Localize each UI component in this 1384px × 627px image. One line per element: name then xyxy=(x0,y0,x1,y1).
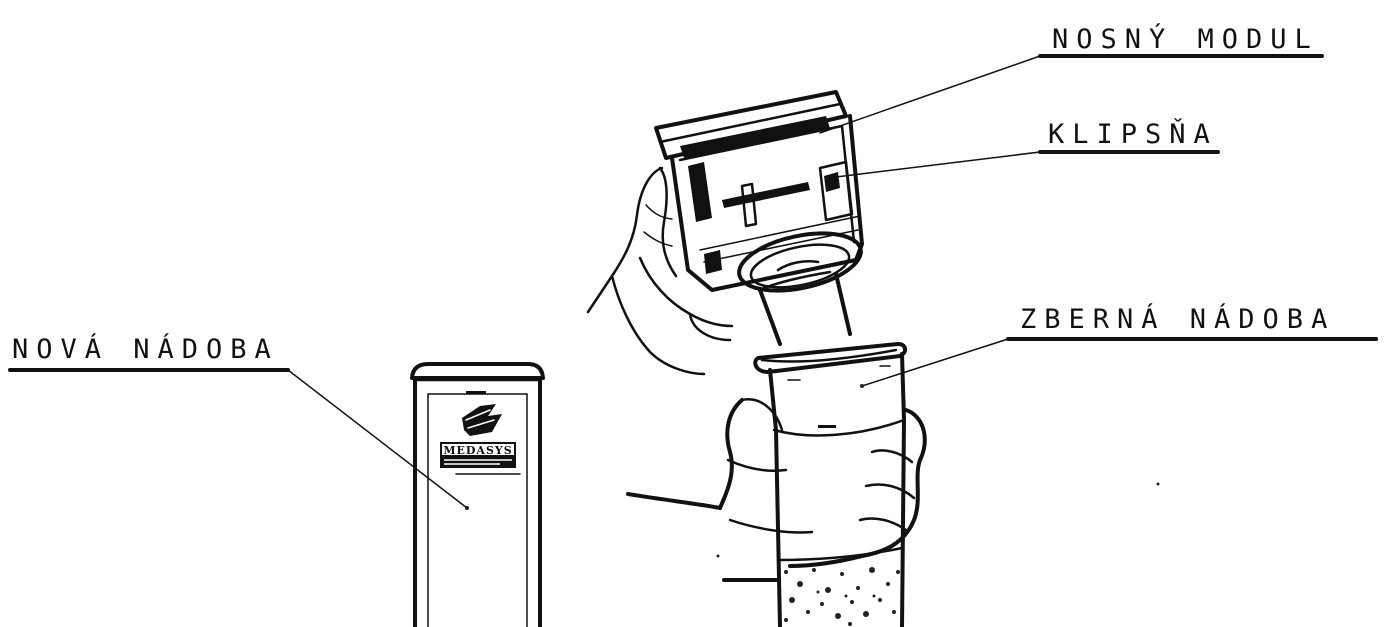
brand-logo-label: MEDASYS xyxy=(440,442,516,468)
ink-speck xyxy=(717,555,720,558)
label-zberna-nadoba-group: ZBERNÁ NÁDOBA xyxy=(862,303,1376,386)
brand-logo-mark xyxy=(462,404,502,436)
label-nosny-modul-group: NOSNÝ MODUL xyxy=(820,23,1322,133)
ink-speck xyxy=(1157,483,1160,486)
carrier-module xyxy=(656,92,866,344)
label-nova-nadoba: NOVÁ NÁDOBA xyxy=(12,333,279,365)
brand-logo-text: MEDASYS xyxy=(443,444,512,457)
label-klipsna-group: KLIPSŇA xyxy=(836,118,1218,177)
leader-line-klipsna xyxy=(836,152,1040,177)
label-nova-nadoba-group: NOVÁ NÁDOBA xyxy=(10,333,467,508)
label-zberna-nadoba: ZBERNÁ NÁDOBA xyxy=(1020,303,1335,335)
leader-line-nosny-modul xyxy=(820,56,1040,133)
label-klipsna: KLIPSŇA xyxy=(1048,118,1218,150)
new-container: MEDASYS xyxy=(412,364,543,627)
leader-line-nova-nadoba xyxy=(288,370,467,508)
label-nosny-modul: NOSNÝ MODUL xyxy=(1052,23,1319,55)
